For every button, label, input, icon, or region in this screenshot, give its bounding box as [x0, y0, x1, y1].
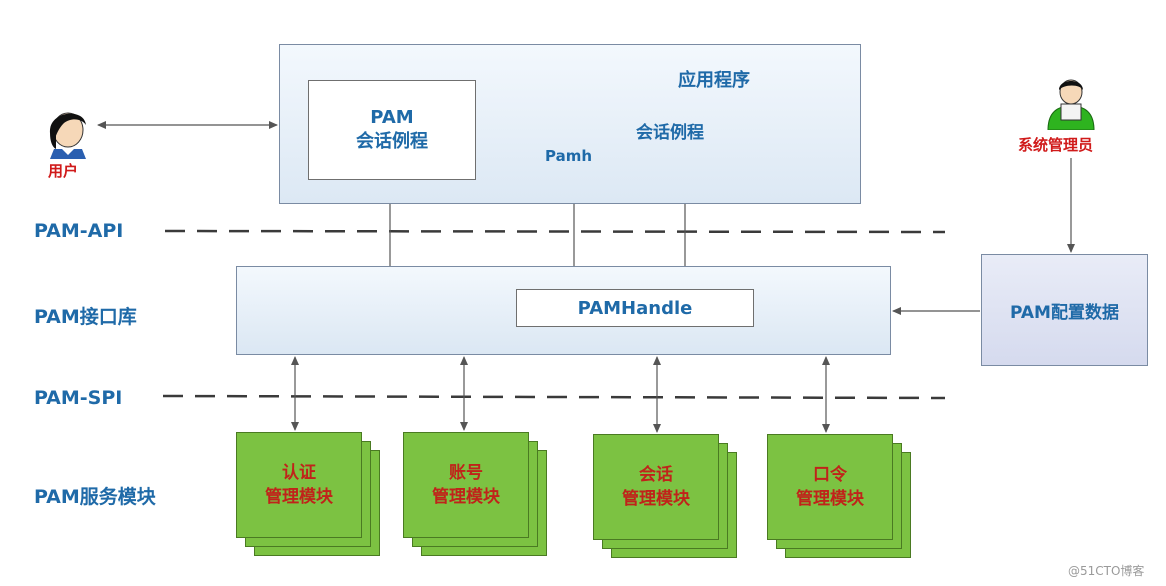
pam-api-label: PAM-API — [34, 220, 124, 242]
module-line2: 管理模块 — [432, 487, 500, 507]
application-title: 应用程序 — [678, 70, 750, 91]
spi-divider — [162, 394, 946, 400]
module-line2: 管理模块 — [622, 489, 690, 509]
pamh-label: Pamh — [545, 147, 593, 165]
module-line1: 认证 — [282, 463, 316, 483]
pam-spi-label: PAM-SPI — [34, 387, 123, 409]
pam-handle-box: PAMHandle — [516, 289, 754, 327]
module-line1: 会话 — [639, 465, 673, 485]
admin-label: 系统管理员 — [1018, 136, 1094, 154]
watermark: @51CTO博客 — [1068, 564, 1145, 578]
session-routine-label: 会话例程 — [636, 123, 704, 143]
user-icon — [49, 112, 86, 159]
api-divider — [164, 229, 946, 234]
admin-icon — [1047, 79, 1095, 130]
pam-modules-label: PAM服务模块 — [34, 486, 156, 508]
auth-module: 认证 管理模块 — [236, 432, 362, 538]
account-module: 账号 管理模块 — [403, 432, 529, 538]
module-line2: 管理模块 — [265, 487, 333, 507]
pam-session-box: PAM 会话例程 — [308, 80, 476, 180]
password-module: 口令 管理模块 — [767, 434, 893, 540]
module-line1: 口令 — [813, 465, 847, 485]
user-label: 用户 — [48, 162, 79, 180]
module-line1: 账号 — [449, 463, 483, 483]
pam-config-box: PAM配置数据 — [981, 254, 1148, 366]
pam-session-line1: PAM — [370, 107, 414, 128]
pam-lib-label: PAM接口库 — [34, 306, 137, 328]
pam-session-line2: 会话例程 — [356, 131, 428, 152]
session-module: 会话 管理模块 — [593, 434, 719, 540]
module-line2: 管理模块 — [796, 489, 864, 509]
